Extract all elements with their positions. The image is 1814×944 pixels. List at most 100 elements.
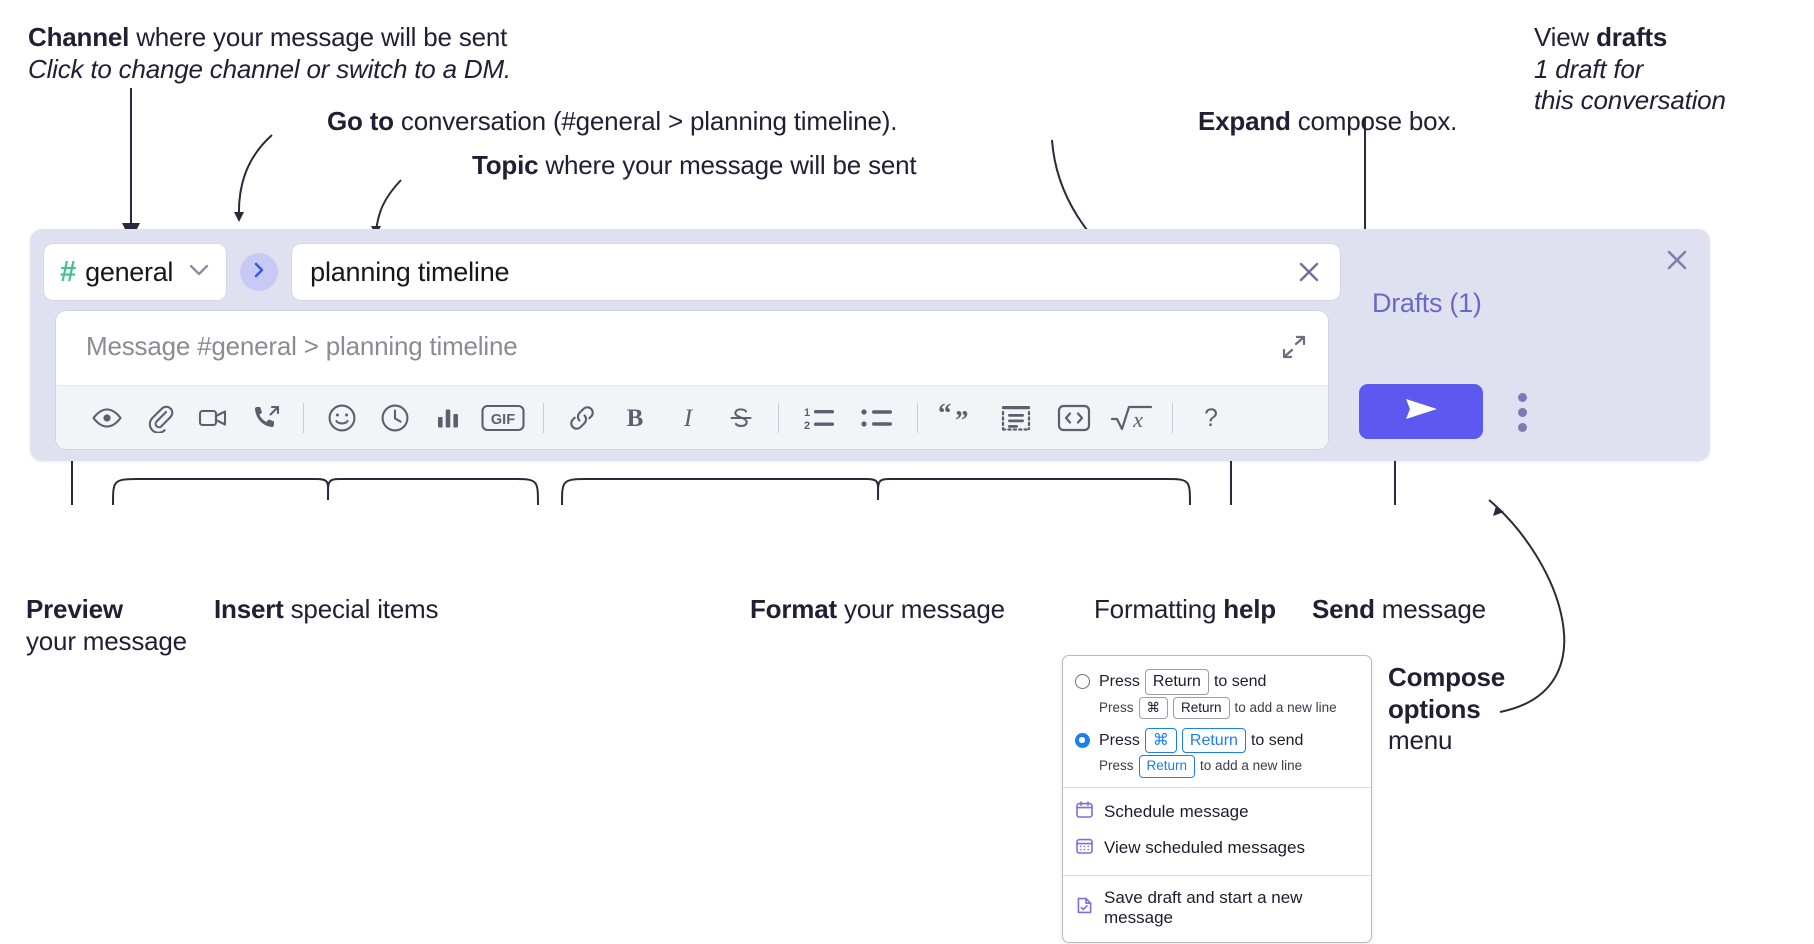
toolbar-separator [917,402,918,433]
save-draft-file-icon [1075,896,1094,920]
preview-icon[interactable] [80,394,133,442]
bulleted-list-icon[interactable] [848,394,906,442]
vertical-dots-icon [1517,392,1527,402]
channel-name: general [85,256,174,287]
blockquote-icon[interactable]: “ ” [929,394,987,442]
send-option-cmd-return[interactable]: Press ⌘ Return to send [1063,719,1371,754]
send-option-return-post: to send [1213,672,1267,690]
math-sqrt-icon[interactable]: x [1103,394,1161,442]
annotation-preview-line2: your message [26,625,187,656]
compose-options-menu-button[interactable] [1509,388,1535,436]
gif-icon[interactable]: GIF [474,394,532,442]
annotation-formatting-help-plain: Formatting [1094,594,1224,624]
expand-compose-button[interactable] [1276,329,1312,365]
sub-post: to add a new line [1200,758,1303,774]
annotation-drafts-bold: drafts [1596,22,1668,52]
inline-code-icon[interactable] [1045,394,1103,442]
annotation-drafts-line3: this conversation [1534,85,1726,116]
phone-outgoing-icon[interactable] [239,394,292,442]
annotation-insert-bold: Insert [214,594,284,624]
toolbar-separator [303,402,304,433]
annotation-topic-bold: Topic [472,150,539,180]
send-option-return-pre: Press [1099,672,1140,690]
annotation-drafts-line2: 1 draft for [1534,53,1644,84]
help-question-icon[interactable]: ? [1184,394,1237,442]
calendar-grid-icon [1075,836,1094,860]
italic-icon[interactable]: I [661,394,714,442]
clock-icon[interactable] [368,394,421,442]
send-option-cmd-return-post: to send [1250,731,1304,749]
menu-item-label: View scheduled messages [1104,837,1305,857]
svg-text:B: B [626,405,643,432]
toolbar-separator [778,402,779,433]
annotation-compose-options-plain: menu [1388,725,1453,756]
channel-selector[interactable]: # general [44,244,227,300]
annotation-format: Format your message [750,594,1170,626]
calendar-schedule-icon [1075,800,1094,824]
menu-item-schedule-message[interactable]: Schedule message [1063,794,1371,830]
annotation-topic: Topic where your message will be sent [472,150,1032,182]
toolbar-separator [543,402,544,433]
poll-bars-icon[interactable] [421,394,474,442]
panel-close-button[interactable] [1662,245,1692,275]
annotation-channel-rest: where your message will be sent [129,22,508,52]
menu-item-label: Save draft and start a new message [1104,887,1303,927]
annotation-preview: Preview your message [26,594,256,657]
message-input[interactable]: Message #general > planning timeline [86,331,518,361]
strikethrough-icon[interactable] [714,394,767,442]
annotation-format-rest: your message [836,594,1005,624]
compose-inner: # general planning timeline Message #g [44,243,1340,449]
menu-item-save-draft[interactable]: Save draft and start a new message [1063,882,1371,934]
ordered-list-icon[interactable]: 1 2 [790,394,848,442]
annotation-channel-bold: Channel [28,22,130,52]
hash-icon: # [60,255,77,288]
goto-conversation-button[interactable] [240,253,279,291]
svg-text:1: 1 [804,407,810,419]
emoji-smiley-icon[interactable] [315,394,368,442]
drafts-link[interactable]: Drafts (1) [1372,288,1482,318]
chevron-right-icon [251,260,267,285]
send-message-button[interactable] [1359,384,1483,439]
annotation-goto-bold: Go to [327,106,394,136]
chevron-down-icon [188,263,210,282]
send-paper-plane-icon [1398,393,1444,430]
keycap-return: Return [1181,727,1246,754]
topic-input-wrapper[interactable]: planning timeline [292,244,1340,300]
annotation-format-bold: Format [750,594,837,624]
svg-text:I: I [682,405,693,432]
menu-item-view-scheduled-messages[interactable]: View scheduled messages [1063,830,1371,866]
topic-input[interactable]: planning timeline [310,256,510,287]
annotation-preview-bold: Preview [26,594,123,624]
keycap-command: ⌘ [1144,727,1177,754]
vertical-dots-icon [1517,407,1527,417]
annotation-formatting-help: Formatting help [1094,594,1414,626]
link-icon[interactable] [555,394,608,442]
compose-options-dropdown: Press Return to send Press ⌘ Return to a… [1062,655,1372,943]
keycap-command: ⌘ [1138,696,1169,719]
radio-selected-icon[interactable] [1075,732,1090,748]
annotation-channel: Channel where your message will be sent … [28,22,588,85]
bold-icon[interactable]: B [608,394,661,442]
send-option-return-sub: Press ⌘ Return to add a new line [1063,695,1371,719]
annotation-send-bold: Send [1312,594,1375,624]
send-option-cmd-return-pre: Press [1099,731,1140,749]
attachment-paperclip-icon[interactable] [133,394,186,442]
sub-post: to add a new line [1234,699,1337,715]
video-camera-icon[interactable] [186,394,239,442]
code-block-icon[interactable] [987,394,1045,442]
annotation-topic-rest: where your message will be sent [538,150,917,180]
annotation-formatting-help-bold: help [1223,594,1276,624]
annotation-compose-options: Compose options menu [1388,662,1628,757]
send-option-cmd-return-sub: Press Return to add a new line [1063,753,1371,778]
keycap-return: Return [1144,669,1209,695]
svg-text:2: 2 [804,420,810,432]
menu-divider [1063,874,1371,876]
annotation-drafts-plain: View [1534,22,1597,52]
svg-text:x: x [1132,407,1143,432]
radio-unselected-icon[interactable] [1075,674,1090,689]
send-option-return[interactable]: Press Return to send [1063,666,1371,695]
topic-clear-button[interactable] [1288,251,1330,293]
svg-text:?: ? [1204,404,1218,432]
annotation-expand-bold: Expand [1198,106,1291,136]
